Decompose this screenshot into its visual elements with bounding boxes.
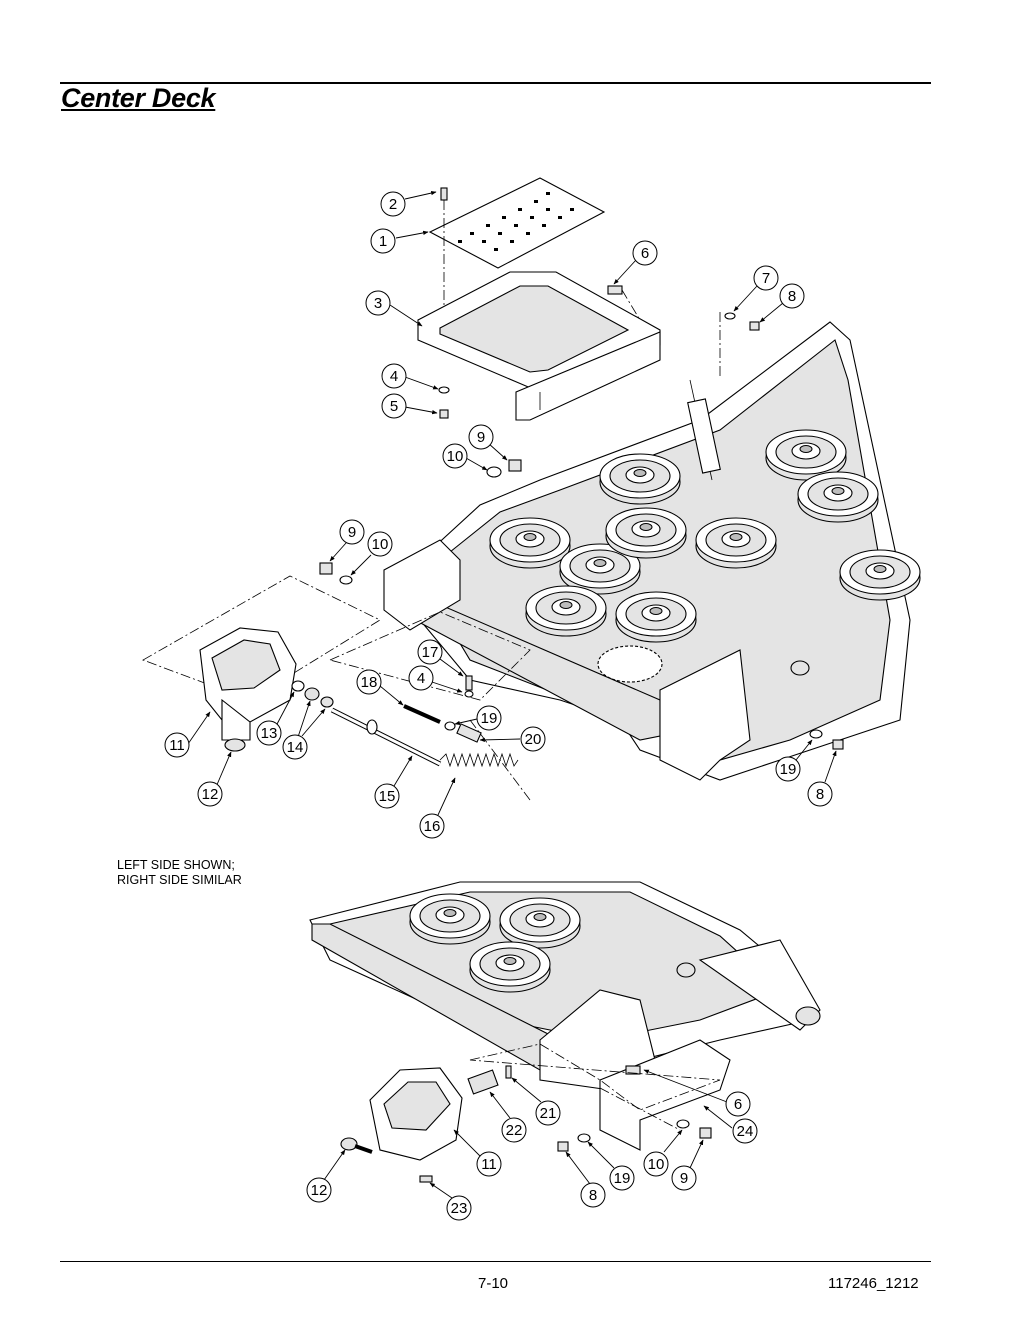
callout-top-19b: 19 <box>775 756 801 782</box>
svg-text:8: 8 <box>589 1187 597 1204</box>
callout-top-4b: 4 <box>408 665 434 691</box>
callout-top-6: 6 <box>632 240 658 266</box>
header-rule <box>60 82 931 84</box>
callout-bottom-22: 22 <box>501 1117 527 1143</box>
callout-top-16: 16 <box>419 813 445 839</box>
svg-text:15: 15 <box>379 788 396 805</box>
callout-bottom-12: 12 <box>306 1177 332 1203</box>
svg-text:12: 12 <box>202 786 219 803</box>
callout-top-10b: 10 <box>367 531 393 557</box>
svg-text:10: 10 <box>648 1156 665 1173</box>
svg-text:8: 8 <box>788 288 796 305</box>
callout-bottom-23: 23 <box>446 1195 472 1221</box>
callout-top-9b: 9 <box>339 519 365 545</box>
callout-top-18: 18 <box>356 669 382 695</box>
callout-bottom-19: 19 <box>609 1165 635 1191</box>
side-note: LEFT SIDE SHOWN; RIGHT SIDE SIMILAR <box>117 858 242 888</box>
callout-top-20: 20 <box>520 726 546 752</box>
callout-top-9a: 9 <box>468 424 494 450</box>
top-assembly-drawing <box>142 177 921 801</box>
callout-top-1: 1 <box>370 228 396 254</box>
page-title: Center Deck <box>61 83 216 113</box>
callout-top-3: 3 <box>365 290 391 316</box>
svg-text:3: 3 <box>374 295 382 312</box>
callout-top-7: 7 <box>753 265 779 291</box>
svg-text:13: 13 <box>261 725 278 742</box>
callout-bottom-11: 11 <box>476 1151 502 1177</box>
callout-top-11: 11 <box>164 732 190 758</box>
svg-text:10: 10 <box>447 448 464 465</box>
svg-text:11: 11 <box>169 737 185 754</box>
svg-text:7: 7 <box>762 270 770 287</box>
callout-top-12: 12 <box>197 781 223 807</box>
callout-top-14: 14 <box>282 734 308 760</box>
svg-text:16: 16 <box>424 818 441 835</box>
callout-bottom-8: 8 <box>580 1182 606 1208</box>
callout-bottom-21: 21 <box>535 1100 561 1126</box>
svg-text:2: 2 <box>389 196 397 213</box>
svg-text:24: 24 <box>737 1123 754 1140</box>
svg-text:4: 4 <box>390 368 398 385</box>
svg-text:11: 11 <box>481 1156 497 1173</box>
svg-text:9: 9 <box>477 429 485 446</box>
svg-text:22: 22 <box>506 1122 523 1139</box>
callout-top-4a: 4 <box>381 363 407 389</box>
svg-text:14: 14 <box>287 739 304 756</box>
callout-bottom-9: 9 <box>671 1165 697 1191</box>
document-id: 117246_1212 <box>828 1275 919 1292</box>
svg-text:12: 12 <box>311 1182 328 1199</box>
callout-bottom-10: 10 <box>643 1151 669 1177</box>
svg-text:4: 4 <box>417 670 425 687</box>
svg-text:9: 9 <box>680 1170 688 1187</box>
svg-text:19: 19 <box>481 710 498 727</box>
svg-text:19: 19 <box>780 761 797 778</box>
svg-text:20: 20 <box>525 731 542 748</box>
callout-top-15: 15 <box>374 783 400 809</box>
callout-top-19a: 19 <box>476 705 502 731</box>
callout-bottom-24: 24 <box>732 1118 758 1144</box>
callout-top-13: 13 <box>256 720 282 746</box>
svg-text:18: 18 <box>361 674 378 691</box>
svg-text:10: 10 <box>372 536 389 553</box>
plate-holes <box>458 192 574 251</box>
svg-text:17: 17 <box>422 644 439 661</box>
callout-top-8b: 8 <box>807 781 833 807</box>
side-note-line-1: LEFT SIDE SHOWN; <box>117 858 235 872</box>
svg-text:23: 23 <box>451 1200 468 1217</box>
svg-text:5: 5 <box>390 398 398 415</box>
callout-top-10a: 10 <box>442 443 468 469</box>
callout-top-8a: 8 <box>779 283 805 309</box>
svg-text:1: 1 <box>379 233 387 250</box>
svg-text:6: 6 <box>734 1096 742 1113</box>
callout-top-17: 17 <box>417 639 443 665</box>
callout-top-2: 2 <box>380 191 406 217</box>
callout-top-5: 5 <box>381 393 407 419</box>
callout-bottom-6: 6 <box>725 1091 751 1117</box>
bottom-assembly-drawing <box>309 881 821 1183</box>
svg-text:8: 8 <box>816 786 824 803</box>
svg-text:19: 19 <box>614 1170 631 1187</box>
svg-text:21: 21 <box>540 1105 557 1122</box>
svg-text:6: 6 <box>641 245 649 262</box>
svg-text:9: 9 <box>348 524 356 541</box>
page-number: 7-10 <box>478 1275 509 1292</box>
footer-rule <box>60 1261 931 1262</box>
side-note-line-2: RIGHT SIDE SIMILAR <box>117 873 242 887</box>
leader-lines <box>187 190 837 1199</box>
